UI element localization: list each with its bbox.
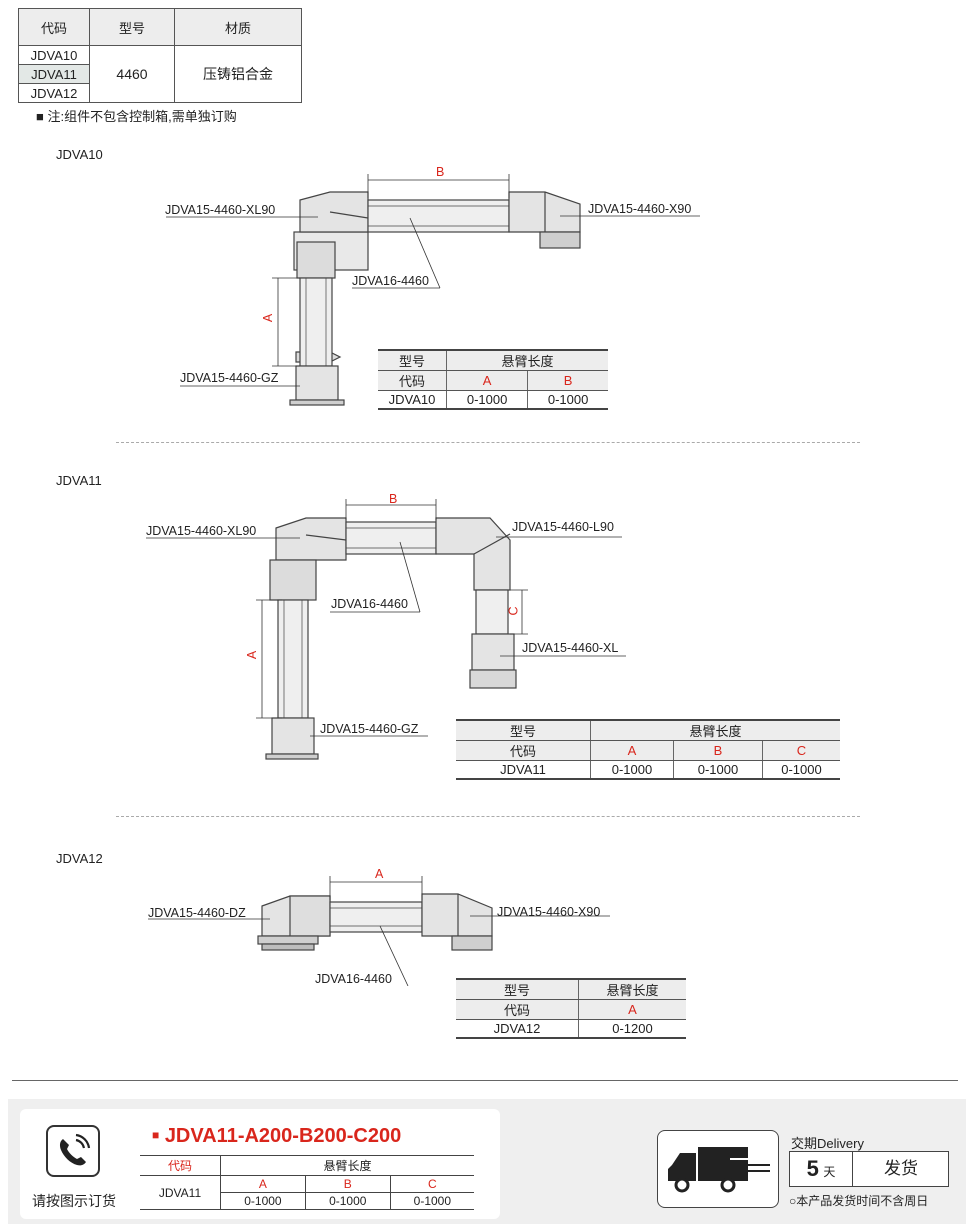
jdva10-drawing xyxy=(166,174,700,406)
section-divider xyxy=(116,816,860,817)
row-code: JDVA10 xyxy=(378,390,447,410)
example-code-text: JDVA11-A200-B200-C200 xyxy=(164,1125,402,1147)
delivery-status: 发货 xyxy=(884,1159,918,1178)
code-header: 代码 xyxy=(378,370,447,391)
model-header: 型号 xyxy=(378,349,447,371)
header-material: 材质 xyxy=(174,8,302,46)
part-callout: JDVA16-4460 xyxy=(315,972,392,986)
part-callout: JDVA15-4460-L90 xyxy=(512,520,614,534)
value-cell: 0-1000 xyxy=(762,760,840,780)
jdva11-drawing xyxy=(146,499,626,760)
material-cell: 压铸铝合金 xyxy=(174,45,302,103)
arm-length-table: 型号 悬臂长度 代码 A B C JDVA11 0-1000 0-1000 0-… xyxy=(456,719,840,780)
part-callout: JDVA16-4460 xyxy=(352,274,429,288)
material-table: 代码 型号 材质 JDVA10 4460 压铸铝合金 JDVA11 JDVA12 xyxy=(18,8,302,103)
dimension-label: A xyxy=(245,650,260,660)
order-example-table: 代码 悬臂长度 JDVA11 A B C 0-1000 0-1000 0-100… xyxy=(140,1155,474,1210)
section-title: JDVA12 xyxy=(56,851,103,866)
section-title: JDVA11 xyxy=(56,473,102,488)
value-cell: 0-1000 xyxy=(527,390,608,410)
column-header: B xyxy=(673,740,763,761)
days-unit: 天 xyxy=(823,1165,836,1179)
delivery-box: 5 天 发货 xyxy=(789,1151,949,1187)
part-callout: JDVA15-4460-XL xyxy=(522,641,619,655)
part-callout: JDVA15-4460-GZ xyxy=(320,722,419,736)
arm-length-header: 悬臂长度 xyxy=(220,1155,474,1176)
value-cell: 0-1000 xyxy=(304,1192,391,1210)
dimension-label: B xyxy=(389,492,398,506)
row-code: JDVA12 xyxy=(456,1019,579,1039)
code-header: 代码 xyxy=(456,999,579,1020)
order-note: ■ 注:组件不包含控制箱,需单独订购 xyxy=(36,109,237,124)
dimension-label: B xyxy=(436,165,445,179)
model-header: 型号 xyxy=(456,978,579,1000)
model-cell: 4460 xyxy=(89,45,175,103)
code-cell: JDVA12 xyxy=(18,83,90,103)
truck-icon xyxy=(657,1130,779,1208)
value-cell: 0-1000 xyxy=(389,1192,474,1210)
section-divider xyxy=(116,442,860,443)
value-cell: 0-1000 xyxy=(673,760,763,780)
header-code: 代码 xyxy=(18,8,90,46)
delivery-note: ○本产品发货时间不含周日 xyxy=(789,1194,929,1208)
dimension-label: A xyxy=(375,867,384,881)
jdva12-drawing xyxy=(148,876,610,986)
row-code: JDVA11 xyxy=(456,760,591,780)
header-model: 型号 xyxy=(89,8,175,46)
value-cell: 0-1200 xyxy=(578,1019,686,1039)
model-header: 型号 xyxy=(456,719,591,741)
arm-length-table: 型号 悬臂长度 代码 A B JDVA10 0-1000 0-1000 xyxy=(378,349,608,410)
order-caption: 请按图示订货 xyxy=(32,1193,116,1209)
arm-length-header: 悬臂长度 xyxy=(446,349,608,371)
delivery-days: 5 天 xyxy=(790,1152,853,1186)
column-header: A xyxy=(590,740,674,761)
delivery-title: 交期Delivery xyxy=(791,1136,864,1151)
part-callout: JDVA15-4460-XL90 xyxy=(146,524,257,538)
arm-length-header: 悬臂长度 xyxy=(578,978,686,1000)
row-code: JDVA11 xyxy=(140,1175,221,1210)
section-title: JDVA10 xyxy=(56,147,103,162)
part-callout: JDVA16-4460 xyxy=(331,597,408,611)
example-order-code: ■ JDVA11-A200-B200-C200 xyxy=(152,1125,402,1147)
phone-icon xyxy=(46,1125,100,1177)
dimension-label: A xyxy=(261,313,276,323)
days-value: 5 xyxy=(806,1156,819,1181)
value-cell: 0-1000 xyxy=(590,760,674,780)
column-header: C xyxy=(762,740,840,761)
part-callout: JDVA15-4460-X90 xyxy=(588,202,692,216)
column-header: B xyxy=(527,370,608,391)
part-callout: JDVA15-4460-GZ xyxy=(180,371,279,385)
code-cell: JDVA10 xyxy=(18,45,90,65)
part-callout: JDVA15-4460-DZ xyxy=(148,906,246,920)
column-header: C xyxy=(389,1175,474,1193)
order-example-panel: 请按图示订货 ■ JDVA11-A200-B200-C200 代码 悬臂长度 J… xyxy=(20,1109,500,1219)
arm-length-table: 型号 悬臂长度 代码 A JDVA12 0-1200 xyxy=(456,978,686,1039)
column-header: B xyxy=(304,1175,391,1193)
code-header: 代码 xyxy=(140,1155,221,1176)
footer-rule xyxy=(12,1080,958,1081)
part-callout: JDVA15-4460-X90 xyxy=(497,905,601,919)
value-cell: 0-1000 xyxy=(220,1192,306,1210)
column-header: A xyxy=(578,999,686,1020)
column-header: A xyxy=(220,1175,306,1193)
dimension-label: C xyxy=(506,606,521,616)
code-header: 代码 xyxy=(456,740,591,761)
part-callout: JDVA15-4460-XL90 xyxy=(165,203,276,217)
column-header: A xyxy=(445,370,529,391)
arm-length-header: 悬臂长度 xyxy=(590,719,840,741)
value-cell: 0-1000 xyxy=(445,390,529,410)
code-cell: JDVA11 xyxy=(18,64,90,84)
